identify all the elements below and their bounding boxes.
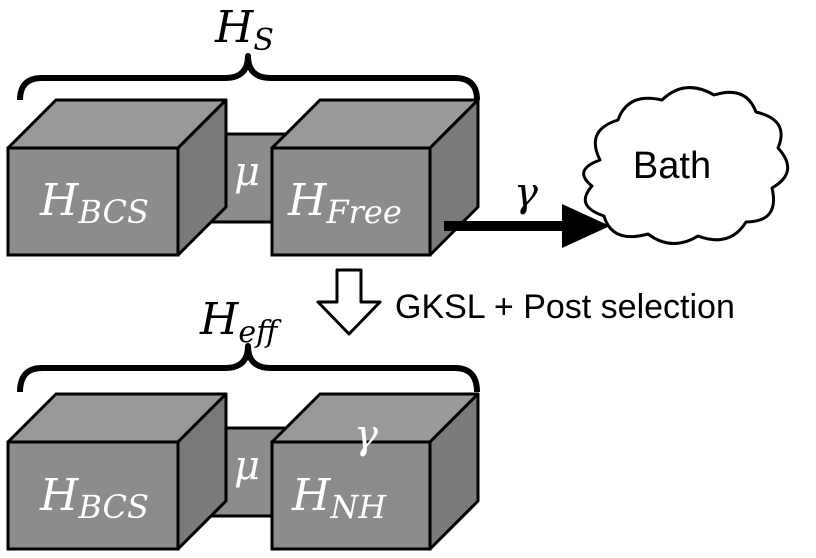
box-hbcs-bottom [6, 392, 228, 551]
brace-heff [17, 343, 480, 393]
label-hs: HS [214, 2, 274, 58]
label-mu-top: μ [234, 149, 260, 195]
label-bath: Bath [633, 145, 711, 187]
decay-arrow [444, 204, 610, 248]
label-hfree-top: HFree [287, 175, 402, 231]
label-hbcs-top: HBCS [39, 175, 149, 231]
bath-cloud [582, 86, 789, 245]
label-hnh-bottom: HNH [291, 470, 387, 526]
label-mu-bottom: μ [234, 443, 260, 489]
box-hfree-top [270, 98, 480, 257]
label-gksl: GKSL + Post selection [395, 288, 735, 326]
label-hbcs-bottom: HBCS [39, 470, 149, 526]
label-gamma-top: γ [514, 170, 538, 216]
label-gamma-bottom: γ [354, 412, 378, 458]
label-heff: Heff [199, 294, 282, 350]
box-hnh-bottom [270, 392, 480, 551]
box-hbcs-top [6, 98, 228, 257]
brace-hs [17, 53, 480, 101]
down-arrow-icon [316, 268, 382, 336]
